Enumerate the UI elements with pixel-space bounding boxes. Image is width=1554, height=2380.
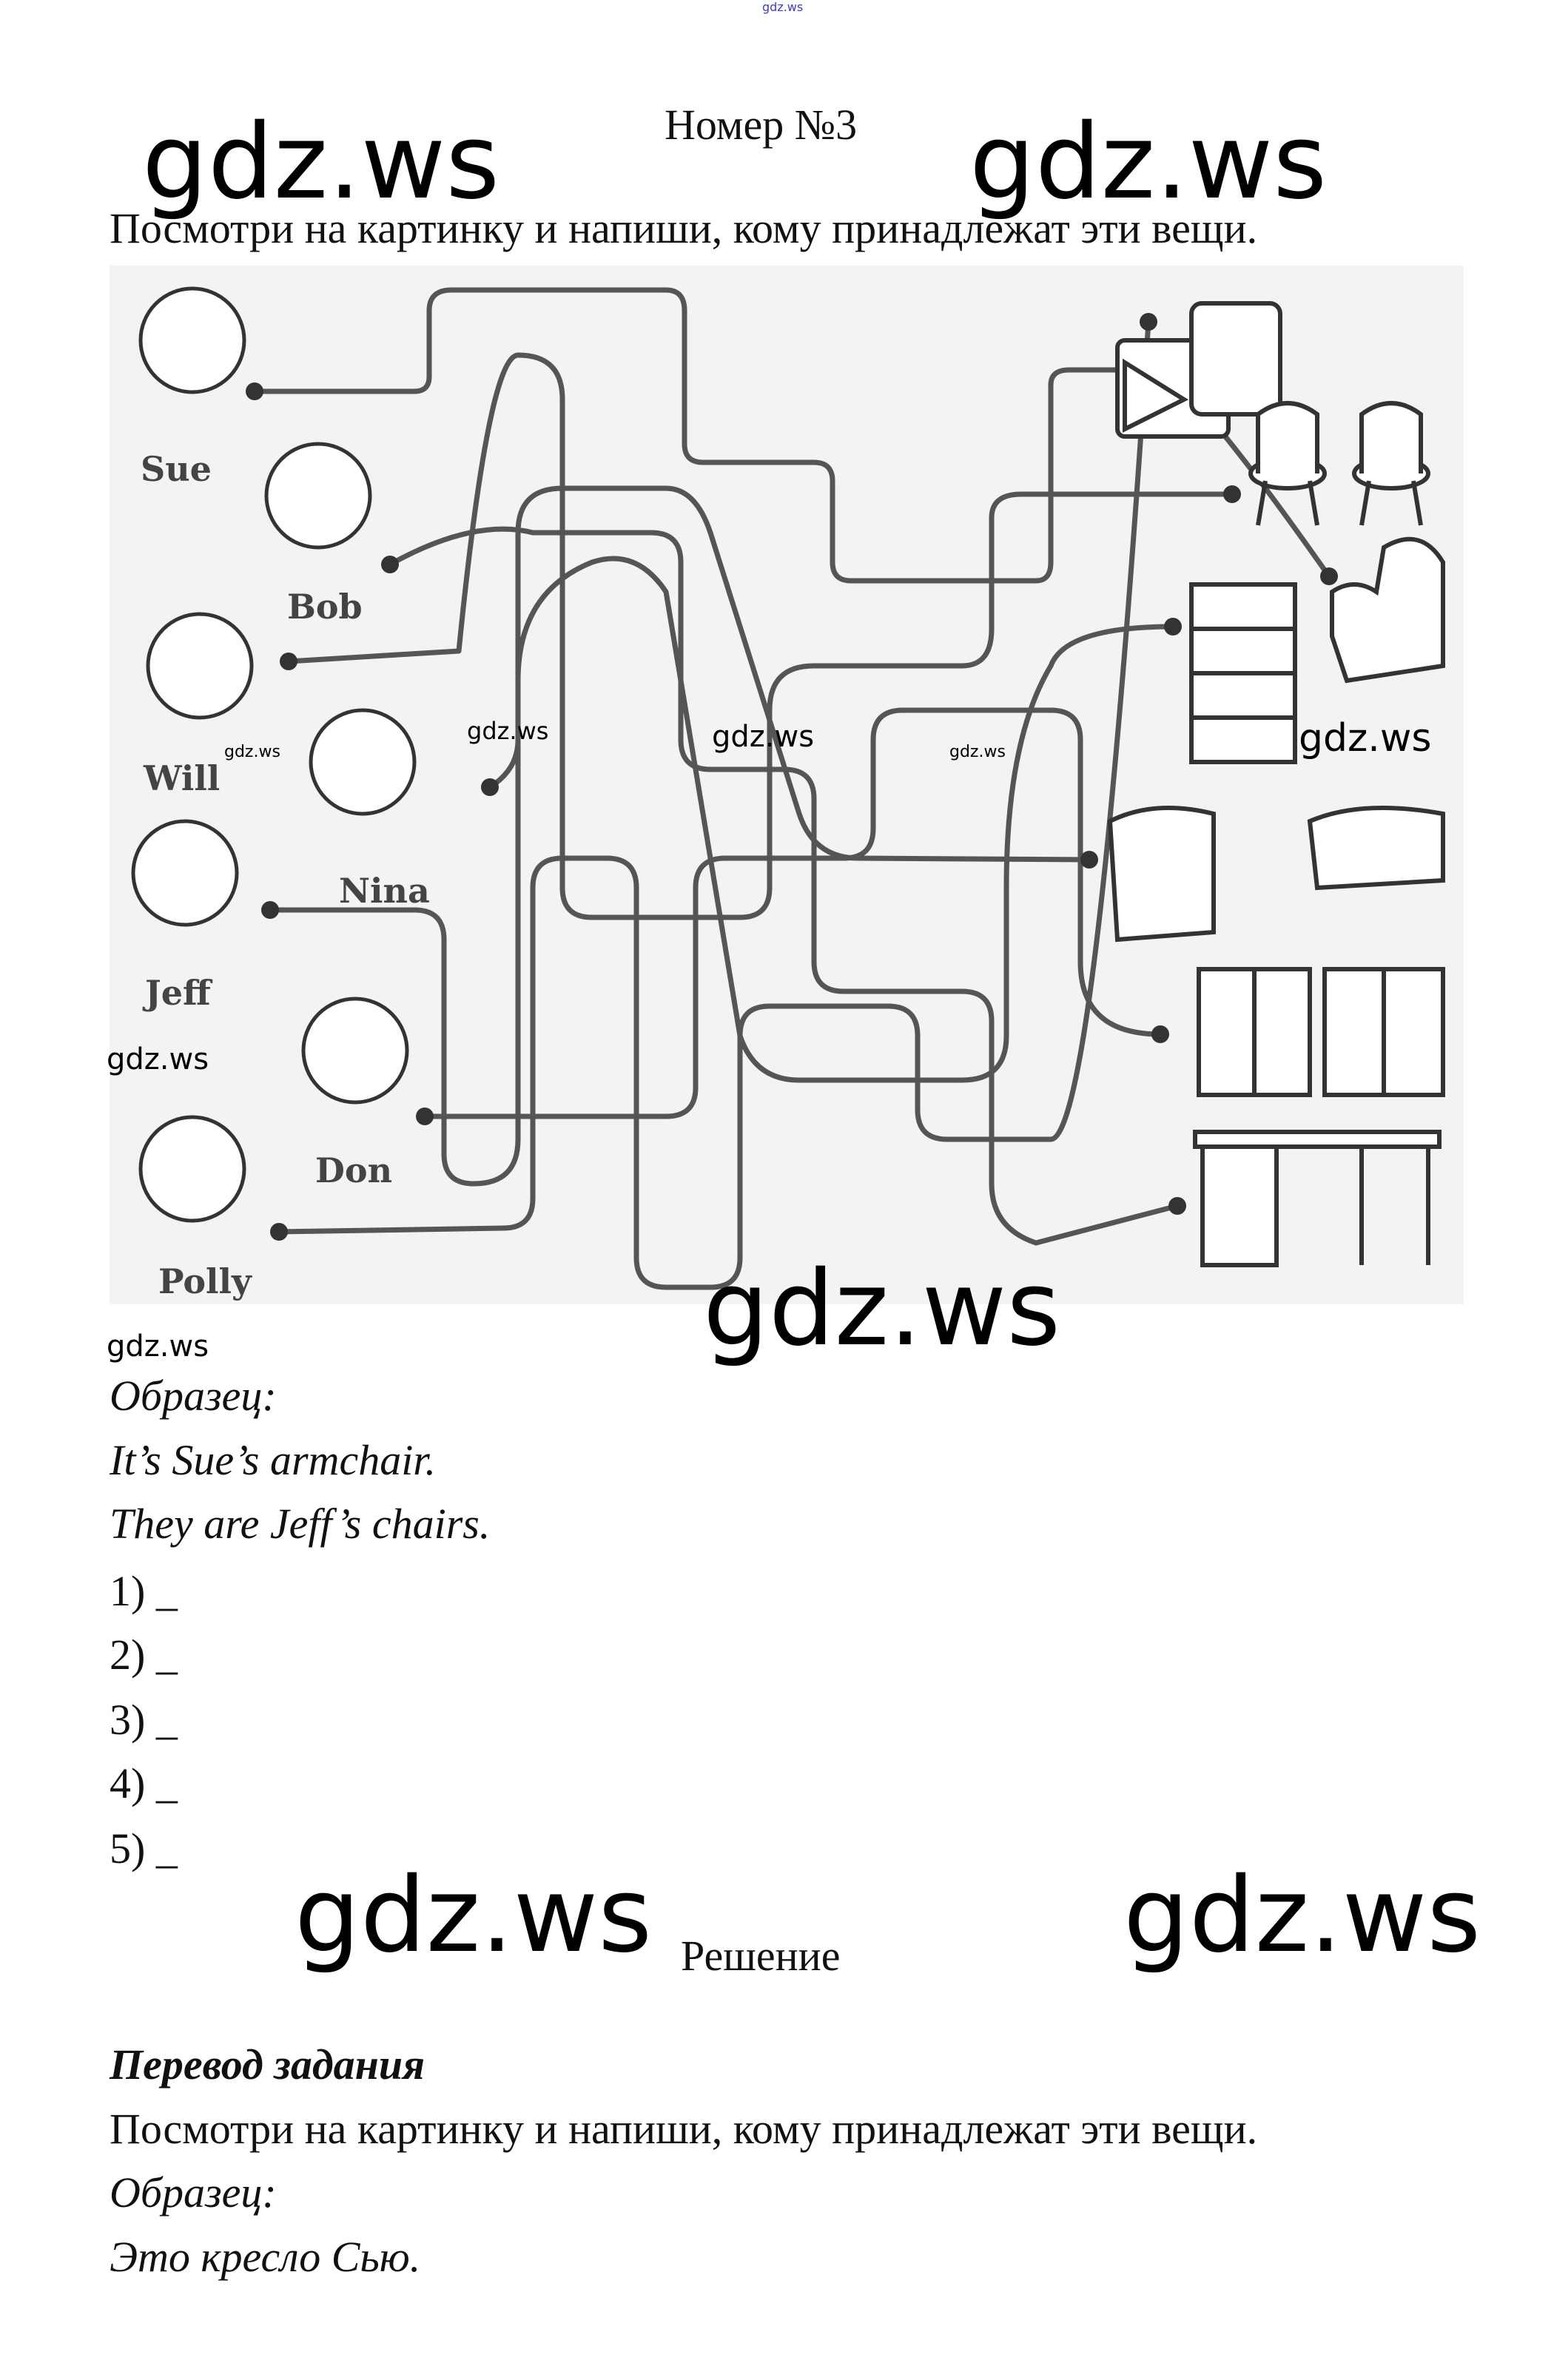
maze-path-bob xyxy=(387,526,1180,1246)
maze-path-jeff xyxy=(267,556,1176,1187)
watermark: gdz.ws xyxy=(949,743,1006,761)
watermark: gdz.ws xyxy=(703,1249,1061,1369)
watermark: gdz.ws xyxy=(712,720,815,754)
answer-line: 4) _ xyxy=(110,1759,178,1807)
answer-line: 3) _ xyxy=(110,1696,178,1744)
watermark: gdz.ws xyxy=(467,717,549,745)
sample-label: Образец: xyxy=(110,1372,277,1420)
watermark: gdz.ws xyxy=(1299,716,1432,761)
translation-sample-line: Это кресло Сью. xyxy=(110,2233,421,2281)
task-text: Посмотри на картинку и напиши, кому прин… xyxy=(110,204,1258,252)
desk-icon xyxy=(1193,1130,1442,1267)
maze-path-will xyxy=(286,352,1235,920)
face-nina xyxy=(309,708,417,816)
face-polly xyxy=(138,1115,246,1223)
watermark: gdz.ws xyxy=(107,1042,209,1076)
answer-line: 5) _ xyxy=(110,1824,178,1872)
watermark: gdz.ws xyxy=(969,102,1328,223)
translation-sample-label: Образец: xyxy=(110,2168,277,2216)
maze-path-polly xyxy=(276,319,1151,1290)
maze-path-don xyxy=(422,707,1163,1119)
top-watermark: gdz.ws xyxy=(762,0,804,14)
sample-line: They are Jeff’s chairs. xyxy=(110,1500,491,1548)
name-bob: Bob xyxy=(287,587,363,627)
bookcase-icon xyxy=(1189,582,1297,764)
page-title: Номер №3 xyxy=(665,101,858,149)
name-will: Will xyxy=(143,758,220,798)
name-polly: Polly xyxy=(158,1261,252,1301)
face-jeff xyxy=(131,819,239,927)
watermark: gdz.ws xyxy=(1123,1855,1481,1976)
name-sue: Sue xyxy=(141,449,212,489)
armchair-icon xyxy=(1330,536,1445,684)
bed-icon xyxy=(1115,301,1282,439)
face-don xyxy=(301,997,409,1105)
sofa-icon xyxy=(1107,806,1445,943)
face-bob xyxy=(264,442,372,550)
name-jeff: Jeff xyxy=(142,973,213,1013)
answer-line: 1) _ xyxy=(110,1567,178,1615)
translation-heading: Перевод задания xyxy=(110,2040,425,2089)
name-don: Don xyxy=(315,1150,392,1190)
watermark: gdz.ws xyxy=(107,1329,209,1363)
translation-task: Посмотри на картинку и напиши, кому прин… xyxy=(110,2105,1258,2153)
watermark: gdz.ws xyxy=(224,743,280,761)
cupboards-icon xyxy=(1197,967,1445,1097)
answer-line: 2) _ xyxy=(110,1631,178,1679)
chairs-icon xyxy=(1248,401,1430,526)
face-will xyxy=(146,612,254,720)
watermark: gdz.ws xyxy=(142,102,500,223)
name-nina: Nina xyxy=(339,871,430,911)
sample-line: It’s Sue’s armchair. xyxy=(110,1436,436,1484)
solution-heading: Решение xyxy=(681,1932,841,1980)
face-sue xyxy=(138,286,246,394)
watermark: gdz.ws xyxy=(295,1855,653,1976)
